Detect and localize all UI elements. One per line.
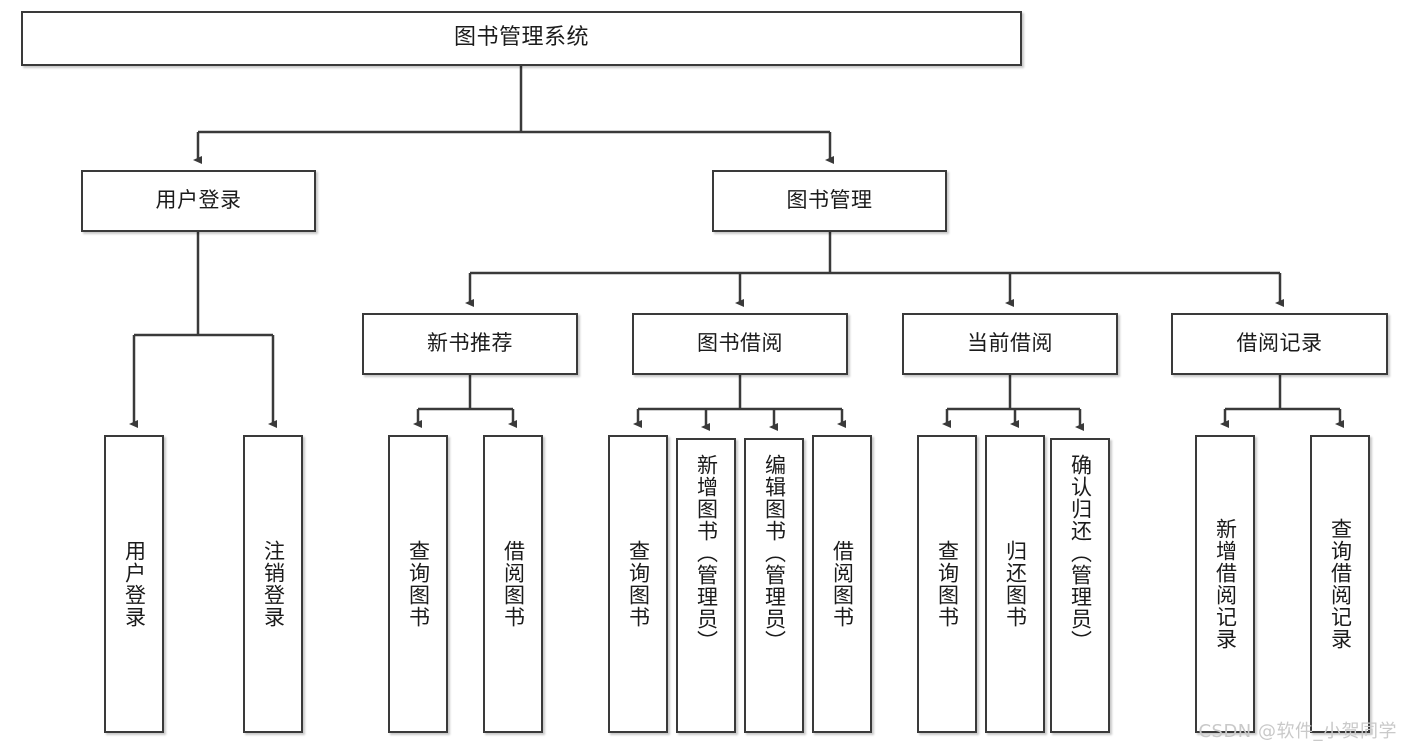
node-label: 图书借阅 [697, 331, 783, 356]
leaf-current-confirm-return-admin[interactable]: 确认归还（管理员） [1050, 438, 1110, 733]
node-current-borrow[interactable]: 当前借阅 [902, 313, 1118, 375]
node-label: 图书管理 [786, 188, 873, 213]
node-label: 新书推荐 [427, 331, 513, 356]
leaf-borrow-edit-book-admin[interactable]: 编辑图书（管理员） [744, 438, 804, 733]
node-root-system[interactable]: 图书管理系统 [21, 11, 1022, 66]
csdn-watermark: CSDN @软件_小贺同学 [1198, 721, 1397, 742]
node-label: 归还图书 [1003, 540, 1028, 628]
leaf-user-login-signout[interactable]: 注销登录 [243, 435, 303, 733]
node-label: 新增图书（管理员） [694, 454, 719, 652]
node-borrow-record[interactable]: 借阅记录 [1171, 313, 1388, 375]
leaf-current-return-book[interactable]: 归还图书 [985, 435, 1045, 733]
node-label: 借阅记录 [1236, 331, 1323, 356]
node-new-book-recommend[interactable]: 新书推荐 [362, 313, 578, 375]
node-user-login[interactable]: 用户登录 [81, 170, 316, 232]
node-label: 用户登录 [155, 188, 242, 213]
node-label: 借阅图书 [830, 540, 855, 628]
leaf-recommend-borrow-book[interactable]: 借阅图书 [483, 435, 543, 733]
node-label: 查询图书 [626, 540, 651, 628]
leaf-record-add-record[interactable]: 新增借阅记录 [1195, 435, 1255, 733]
leaf-borrow-add-book-admin[interactable]: 新增图书（管理员） [676, 438, 736, 733]
node-label: 当前借阅 [967, 331, 1053, 356]
node-label: 确认归还（管理员） [1068, 454, 1093, 652]
node-label: 用户登录 [122, 540, 147, 628]
leaf-user-login-signin[interactable]: 用户登录 [104, 435, 164, 733]
node-book-management[interactable]: 图书管理 [712, 170, 947, 232]
leaf-current-query-book[interactable]: 查询图书 [917, 435, 977, 733]
node-book-borrow[interactable]: 图书借阅 [632, 313, 848, 375]
node-label: 注销登录 [261, 540, 286, 628]
node-label: 查询借阅记录 [1328, 518, 1353, 650]
node-label: 编辑图书（管理员） [762, 454, 787, 652]
leaf-borrow-query-book[interactable]: 查询图书 [608, 435, 668, 733]
node-label: 借阅图书 [501, 540, 526, 628]
leaf-borrow-borrow-book[interactable]: 借阅图书 [812, 435, 872, 733]
node-label: 图书管理系统 [453, 25, 589, 51]
leaf-record-query-record[interactable]: 查询借阅记录 [1310, 435, 1370, 733]
leaf-recommend-query-book[interactable]: 查询图书 [388, 435, 448, 733]
node-label: 新增借阅记录 [1213, 518, 1238, 650]
node-label: 查询图书 [406, 540, 431, 628]
node-label: 查询图书 [935, 540, 960, 628]
